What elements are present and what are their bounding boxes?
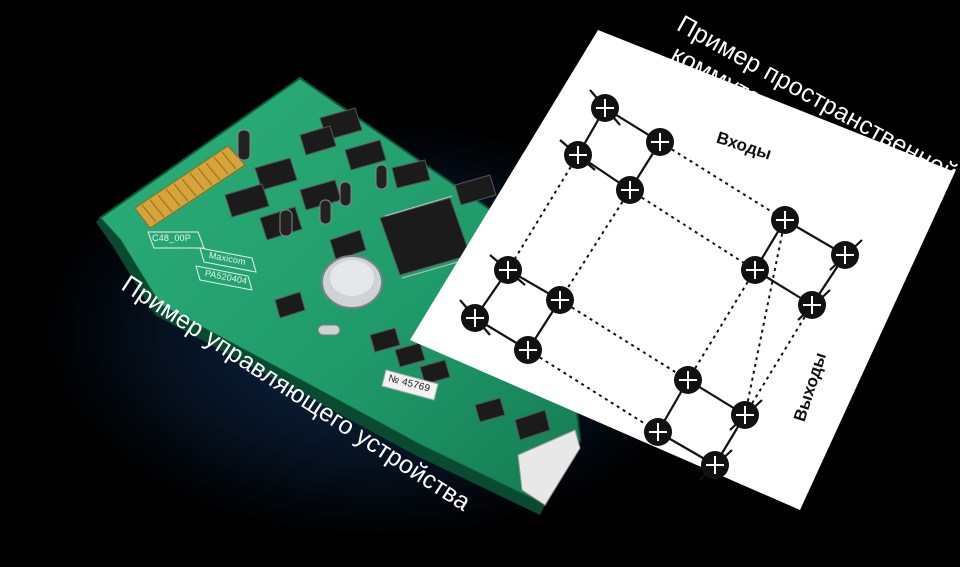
coin-battery [321, 255, 383, 309]
pcb-edge [96, 218, 545, 515]
board-label-model: C48_00P [152, 233, 191, 243]
serial-sticker [381, 369, 439, 401]
capacitors [237, 129, 388, 237]
matrix-crosspoint-marks [466, 99, 854, 474]
gold-connector [134, 145, 246, 229]
matrix-paper [410, 30, 955, 510]
crystal [317, 324, 341, 336]
end-bracket [517, 429, 581, 506]
silkscreen-labels [147, 231, 257, 291]
